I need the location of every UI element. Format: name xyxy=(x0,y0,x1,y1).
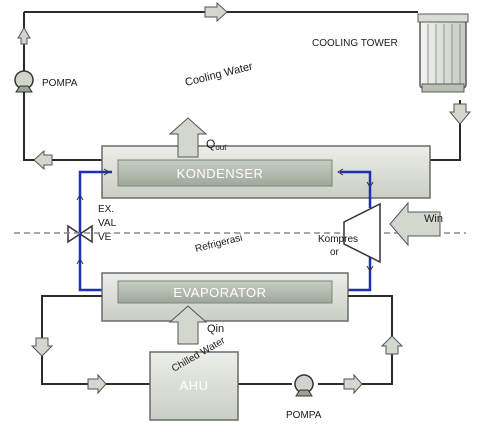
ahu-label: AHU xyxy=(180,378,209,393)
refrigerant-pipe-right-top xyxy=(340,170,372,208)
down-arrow-icon xyxy=(448,103,472,125)
cooling-water-pipe-left xyxy=(23,12,102,161)
evaporator: EVAPORATOR xyxy=(101,272,349,322)
cooling-water-label: Cooling Water xyxy=(184,60,254,88)
evaporator-label: EVAPORATOR xyxy=(173,285,266,300)
pump-top-icon xyxy=(14,70,34,93)
ahu-unit: AHU xyxy=(149,351,239,421)
expansion-valve-icon xyxy=(67,224,93,244)
pump-bottom-icon xyxy=(294,374,314,397)
cooling-water-loop xyxy=(23,11,461,161)
refrigerant-pipe-left xyxy=(78,170,112,292)
right-arrow-icon xyxy=(87,373,107,395)
right-arrow-icon xyxy=(204,1,228,23)
q-in-arrow-icon xyxy=(168,305,208,345)
down-arrow-icon xyxy=(30,337,54,357)
expansion-valve-label: EX. VAL VE xyxy=(98,204,119,243)
condenser-label: KONDENSER xyxy=(177,166,264,181)
up-arrow-icon xyxy=(17,27,31,45)
refrigerant-label: Refrigerasi xyxy=(194,233,244,255)
pump-bottom-label: POMPA xyxy=(286,410,322,421)
w-in-label: Win xyxy=(424,213,443,225)
w-in-arrow-icon xyxy=(389,201,441,247)
flow-arrows-cooling xyxy=(17,1,472,171)
cooling-tower xyxy=(417,13,469,93)
up-arrow-icon xyxy=(380,335,404,355)
cooling-tower-label: COOLING TOWER xyxy=(312,38,398,49)
condenser: KONDENSER xyxy=(101,145,431,199)
compressor-icon xyxy=(343,202,381,264)
q-out-arrow-icon xyxy=(168,117,208,158)
left-arrow-icon xyxy=(33,149,53,171)
right-arrow-icon xyxy=(343,373,363,395)
flow-arrows-chilled xyxy=(30,335,404,395)
q-out-label: Qout xyxy=(206,137,227,152)
refrigerant-pipe-right-bottom xyxy=(345,256,372,292)
compressor-label: Kompres or xyxy=(318,234,361,258)
pump-top-label: POMPA xyxy=(42,78,78,89)
refrigerant-loop xyxy=(78,170,372,292)
q-in-label: Qin xyxy=(207,323,224,335)
